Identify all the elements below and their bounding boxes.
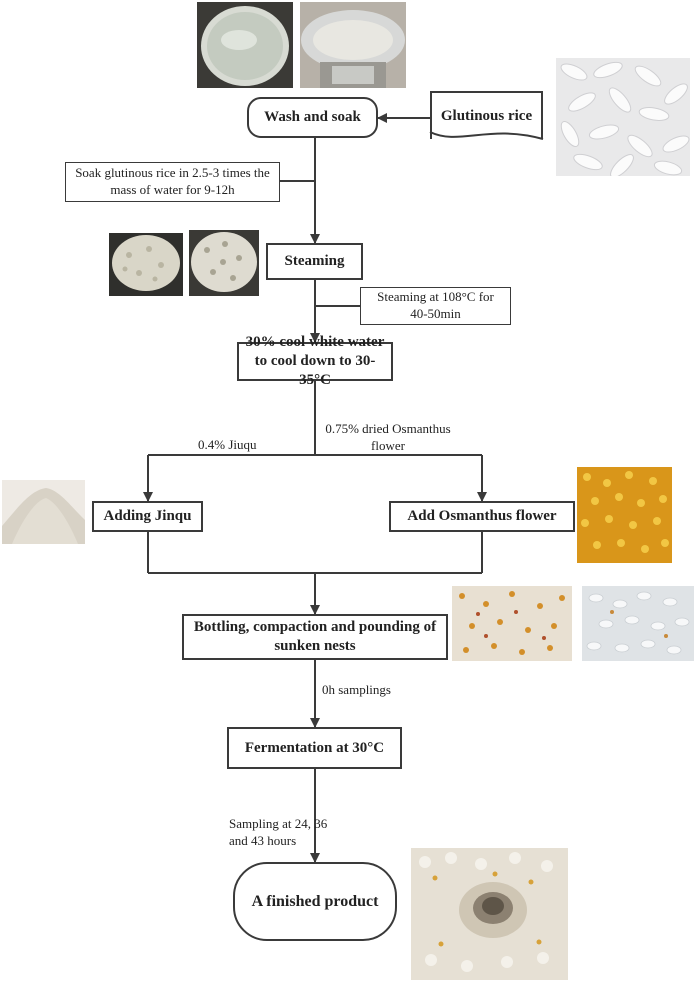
glutinous-rice-photo (556, 58, 690, 176)
finished-product-label: A finished product (251, 892, 379, 910)
steaming-label: Steaming (284, 253, 345, 270)
soak-note-text: Soak glutinous rice in 2.5-3 times the m… (75, 165, 270, 197)
document-wave-bottom (429, 131, 544, 140)
fermentation-label: Fermentation at 30°C (244, 739, 385, 756)
jiuqu-powder-photo (2, 480, 85, 544)
steel-bowl-photo (300, 2, 406, 88)
bottling-box: Bottling, compaction and pounding of sun… (182, 614, 448, 660)
add-osmanthus-label: Add Osmanthus flower (407, 508, 557, 525)
finished-product-photo (411, 848, 568, 980)
bottling-label: Bottling, compaction and pounding of sun… (193, 619, 437, 654)
sampling-0h-label: 0h samplings (322, 682, 391, 697)
wash-and-soak-label: Wash and soak (264, 109, 361, 126)
steaming-box: Steaming (266, 243, 363, 280)
cool-water-box: 30% cool white water to cool down to 30-… (237, 334, 393, 388)
sampling-later-label: Sampling at 24, 36 and 43 hours (229, 816, 328, 848)
dried-osmanthus-photo (577, 467, 672, 563)
soaking-dish-photo (197, 2, 293, 88)
cool-water-label: 30% cool white water to cool down to 30-… (245, 334, 385, 388)
jiuqu-dose-label: 0.4% Jiuqu (198, 437, 257, 452)
osmanthus-dose-label: 0.75% dried Osmanthus flower (325, 421, 451, 453)
glutinous-rice-box: Glutinous rice (430, 91, 543, 139)
steamed-rice-photo-1 (109, 233, 183, 296)
steamed-rice-photo-2 (189, 230, 259, 296)
steam-note-text: Steaming at 108°C for 40-50min (377, 289, 494, 321)
add-osmanthus-box: Add Osmanthus flower (389, 501, 575, 532)
adding-jinqu-label: Adding Jinqu (103, 508, 192, 525)
wash-and-soak-box: Wash and soak (247, 97, 378, 138)
adding-jinqu-box: Adding Jinqu (92, 501, 203, 532)
steam-note: Steaming at 108°C for 40-50min (360, 287, 511, 325)
fermentation-box: Fermentation at 30°C (227, 727, 402, 769)
rice-with-osmanthus-photo (452, 586, 572, 661)
soak-note: Soak glutinous rice in 2.5-3 times the m… (65, 162, 280, 202)
finished-product-box: A finished product (233, 862, 397, 941)
plain-rice-photo (582, 586, 694, 661)
glutinous-rice-label: Glutinous rice (440, 107, 533, 124)
